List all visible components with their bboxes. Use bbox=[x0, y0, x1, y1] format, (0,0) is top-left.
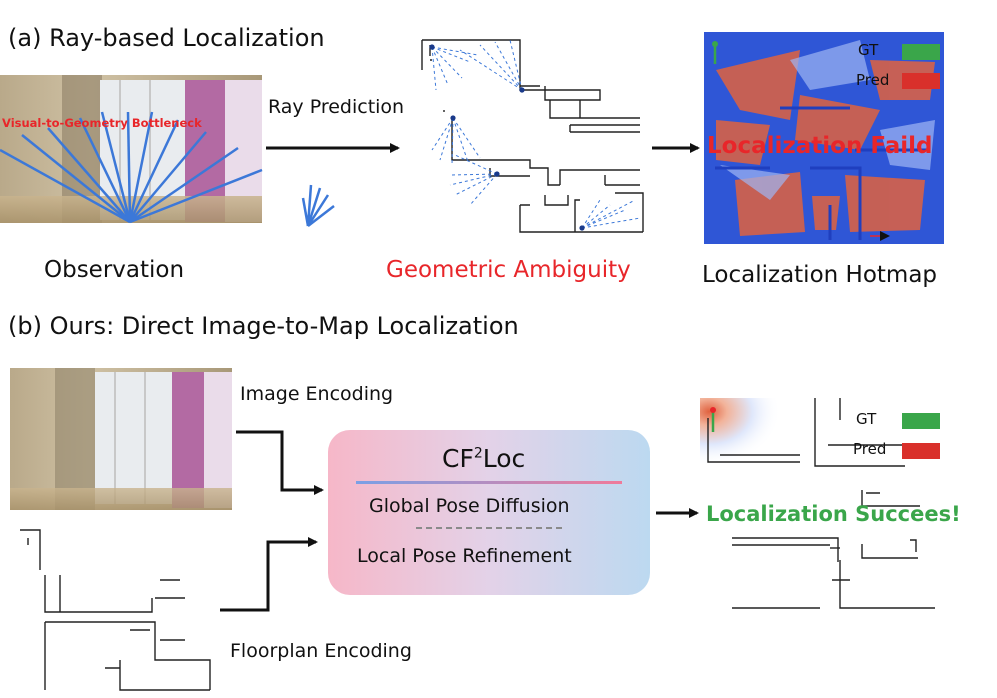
cf2loc-title: CF2Loc bbox=[442, 444, 525, 473]
legend-gt-swatch-a bbox=[902, 44, 940, 60]
output-map-b bbox=[700, 398, 935, 609]
local-pose-refinement-label: Local Pose Refinement bbox=[357, 545, 572, 567]
floorplan-encoding-connector bbox=[220, 537, 318, 612]
cf2loc-name: CF bbox=[442, 444, 474, 473]
cf2loc-divider-line bbox=[356, 481, 622, 484]
ambiguity-rays bbox=[431, 39, 641, 229]
cf2loc-suffix: Loc bbox=[482, 444, 526, 473]
cf2loc-dashed-line bbox=[416, 527, 562, 529]
cf2loc-box bbox=[328, 430, 650, 595]
observation-photo-a bbox=[0, 75, 263, 224]
ambiguity-label: Geometric Ambiguity bbox=[386, 257, 631, 283]
legend-gt-label-b: GT bbox=[856, 410, 877, 428]
image-encoding-label: Image Encoding bbox=[240, 383, 394, 405]
input-floorplan-b bbox=[20, 529, 211, 691]
legend-pred-swatch-b bbox=[902, 443, 940, 459]
ambiguity-dots bbox=[429, 44, 585, 231]
bottleneck-label: Visual-to-Geometry Bottleneck bbox=[2, 116, 202, 130]
failed-label: Localization Faild bbox=[707, 133, 933, 159]
legend-pred-label-a: Pred bbox=[856, 71, 890, 89]
legend-gt-label-a: GT bbox=[858, 41, 879, 59]
ray-prediction-label: Ray Prediction bbox=[268, 96, 405, 118]
hotmap-label: Localization Hotmap bbox=[702, 262, 938, 288]
section-b-title: (b) Ours: Direct Image-to-Map Localizati… bbox=[8, 312, 519, 340]
success-label: Localization Succees! bbox=[706, 502, 961, 526]
floorplan-encoding-label: Floorplan Encoding bbox=[230, 640, 412, 662]
cf2loc-superscript: 2 bbox=[473, 445, 483, 462]
localization-hotmap bbox=[704, 32, 944, 244]
ambiguity-floorplan bbox=[421, 39, 644, 233]
global-pose-diffusion-label: Global Pose Diffusion bbox=[369, 495, 570, 517]
observation-photo-b bbox=[10, 368, 232, 510]
image-encoding-connector bbox=[236, 430, 324, 495]
section-a-title: (a) Ray-based Localization bbox=[8, 24, 325, 52]
observation-label: Observation bbox=[44, 257, 185, 283]
legend-gt-swatch-b bbox=[902, 413, 940, 429]
legend-pred-swatch-a bbox=[902, 73, 940, 89]
legend-pred-label-b: Pred bbox=[853, 440, 887, 458]
ray-fan-icon bbox=[301, 184, 335, 227]
